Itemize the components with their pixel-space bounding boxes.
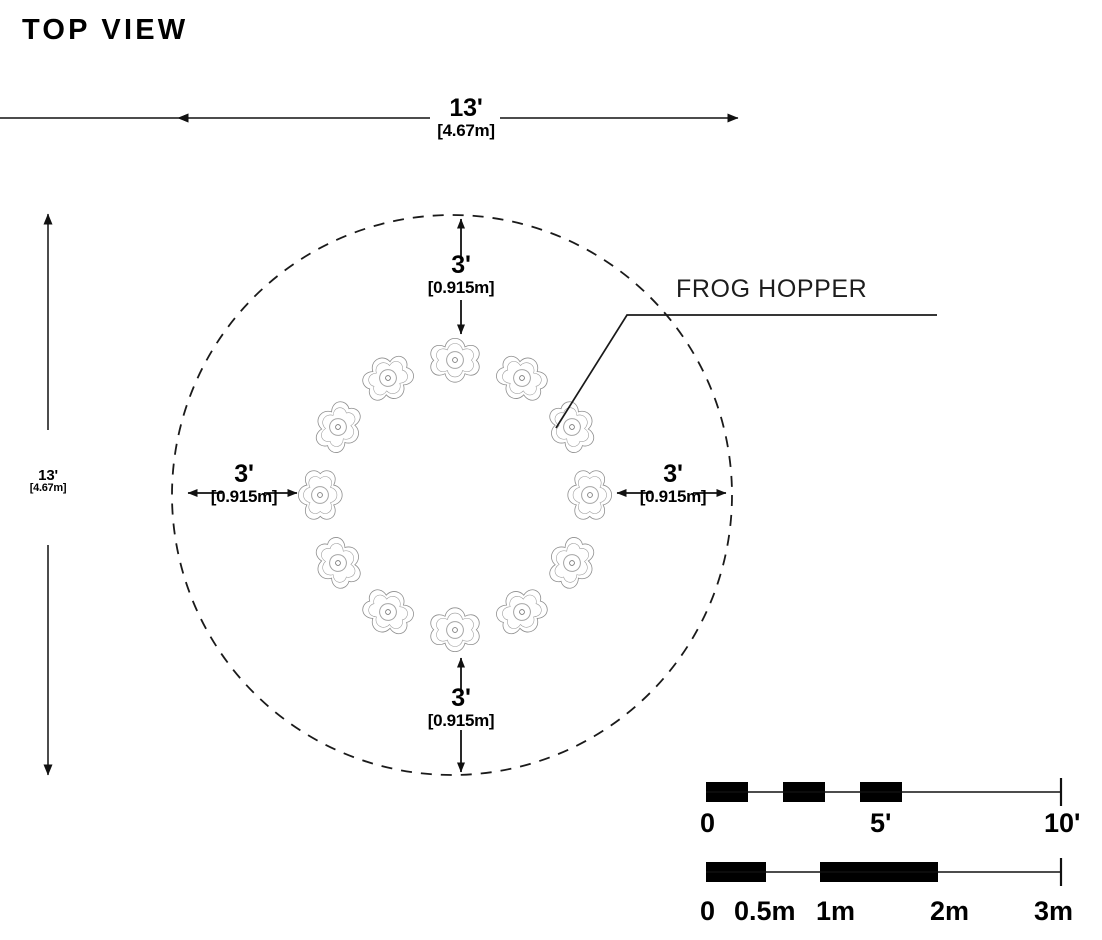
clearance-right-label: 3' [0.915m] <box>639 460 707 506</box>
scale-metric-label-2m: 2m <box>930 896 970 926</box>
scale-bar-imperial <box>706 778 1063 806</box>
overall-width-label: 13' [4.67m] <box>437 94 495 140</box>
scale-imperial-label-10: 10' <box>1044 808 1081 838</box>
clearance-top-label: 3' [0.915m] <box>427 251 495 297</box>
seat <box>489 346 555 410</box>
scale-imperial-label-0: 0 <box>700 808 716 838</box>
seat <box>489 580 555 644</box>
clearance-bottom-label: 3' [0.915m] <box>427 684 495 730</box>
seat <box>306 530 370 596</box>
enclosure-circle <box>171 214 733 776</box>
scale-bar-metric <box>706 858 1063 886</box>
seat <box>355 346 421 410</box>
overall-height-label: 13' [4.67m] <box>29 467 67 495</box>
seat <box>355 580 421 644</box>
clearance-left-label: 3' [0.915m] <box>210 460 278 506</box>
seat-ring <box>297 337 613 653</box>
callout-leader-line <box>555 314 937 429</box>
seat <box>306 394 370 460</box>
seat <box>540 530 604 596</box>
scale-metric-label-0: 0 <box>700 896 716 926</box>
page-title: TOP VIEW <box>22 14 189 46</box>
scale-metric-label-3m: 3m <box>1034 896 1074 926</box>
frog-hopper-callout-label: FROG HOPPER <box>676 275 868 303</box>
seat <box>430 607 480 653</box>
scale-metric-label-0-5m: 0.5m <box>734 896 796 926</box>
seat <box>567 470 613 520</box>
seat <box>430 337 480 383</box>
seat <box>540 394 604 460</box>
scale-imperial-label-5: 5' <box>870 808 892 838</box>
scale-metric-label-1m: 1m <box>816 896 856 926</box>
seat <box>297 470 343 520</box>
